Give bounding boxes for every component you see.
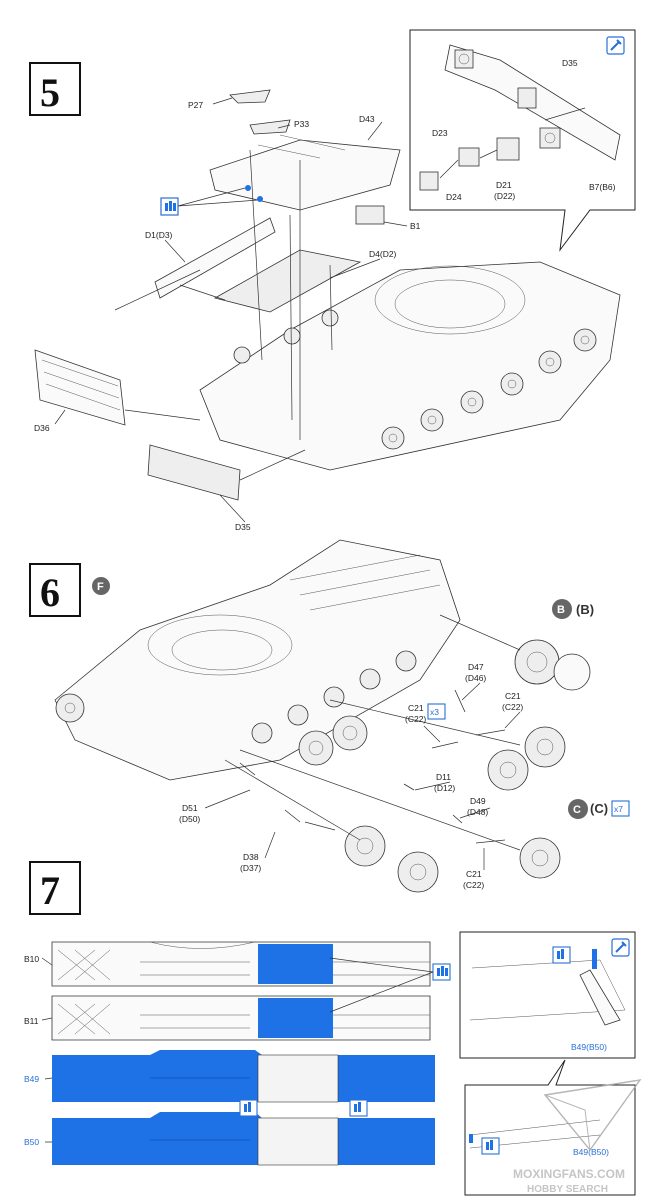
step-5-panel: 5 D35 D23 D24 D21 (D22) B7(B6) <box>29 29 636 532</box>
hull-bottom-drawing <box>54 539 461 781</box>
inset-label-b7: B7(B6) <box>589 182 616 192</box>
inset-label-d22: (D22) <box>494 191 515 201</box>
step-5-number: 5 <box>40 70 60 115</box>
fender-b49 <box>52 1050 435 1103</box>
svg-text:C: C <box>573 804 581 816</box>
svg-text:x7: x7 <box>614 804 623 814</box>
label-d49: D49 <box>470 796 486 806</box>
part-p27-drawing <box>229 89 271 104</box>
b10-painted-section <box>258 944 333 984</box>
label-p27: P27 <box>188 100 203 110</box>
road-wheels-step6 <box>55 650 417 766</box>
label-d46: (D46) <box>465 673 486 683</box>
label-c22-b: (C22) <box>405 714 426 724</box>
inset-label-d35: D35 <box>562 58 578 68</box>
svg-text:B: B <box>557 604 565 616</box>
label-b11: B11 <box>24 1016 39 1026</box>
sprocket-drawing <box>514 639 560 685</box>
part-d43-deck-drawing <box>209 139 401 211</box>
label-d4: D4(D2) <box>369 249 397 259</box>
label-d38: D38 <box>243 852 259 862</box>
label-d47: D47 <box>468 662 484 672</box>
inset-label-d24: D24 <box>446 192 462 202</box>
step-7-box <box>29 861 81 915</box>
fender-b10 <box>51 941 431 987</box>
label-c22-c: (C22) <box>463 880 484 890</box>
quantity-x7-badge <box>611 800 630 817</box>
part-d35-drawing <box>147 444 241 501</box>
part-d36-grille-drawing <box>34 349 126 426</box>
label-p33: P33 <box>294 119 309 129</box>
badge-b <box>552 599 572 619</box>
part-d1-drawing <box>154 217 276 299</box>
inset-label-b49-bottom: B49(B50) <box>573 1147 609 1157</box>
label-b-paren: (B) <box>576 602 594 617</box>
inset-label-b49-top: B49(B50) <box>571 1042 607 1052</box>
quantity-x3-badge <box>427 703 446 720</box>
step-5-box <box>29 62 81 116</box>
road-wheels-step5 <box>233 309 597 450</box>
fender-b50 <box>52 1112 435 1166</box>
suspension-arms <box>239 689 506 844</box>
label-d12: (D12) <box>434 783 455 793</box>
watermark-line2: HOBBY SEARCH <box>527 1184 608 1195</box>
label-d50: (D50) <box>179 814 200 824</box>
label-b49: B49 <box>24 1074 39 1084</box>
svg-text:F: F <box>97 581 104 593</box>
step-6-box <box>29 563 81 617</box>
label-c22-a: (C22) <box>502 702 523 712</box>
watermark: MOXINGFANS.COM HOBBY SEARCH <box>513 1079 642 1195</box>
part-d4-drawing <box>213 249 362 313</box>
label-b50: B50 <box>24 1137 39 1147</box>
inset-label-d21: D21 <box>496 180 512 190</box>
label-b1: B1 <box>410 221 421 231</box>
step-7-number: 7 <box>40 868 60 913</box>
b11-painted-section <box>258 998 333 1038</box>
label-d43: D43 <box>359 114 375 124</box>
hull-drawing <box>199 261 621 471</box>
label-d35: D35 <box>235 522 251 532</box>
step-7-detail-inset-bottom <box>464 1059 636 1196</box>
step-5-detail-inset <box>409 29 636 252</box>
svg-text:x3: x3 <box>430 707 439 717</box>
loose-wheels <box>344 726 566 893</box>
inset-label-d23: D23 <box>432 128 448 138</box>
step-6-panel: 6 F B (B) C (C) x7 x3 <box>29 539 630 893</box>
label-c21-c: C21 <box>466 869 482 879</box>
step-7-panel: 7 <box>24 861 642 1196</box>
label-d51: D51 <box>182 803 198 813</box>
label-c21-b: C21 <box>408 703 424 713</box>
step-7-detail-inset-top <box>459 931 636 1059</box>
label-d1: D1(D3) <box>145 230 173 240</box>
label-d11: D11 <box>436 772 451 782</box>
label-b10: B10 <box>24 954 39 964</box>
part-p33-drawing <box>249 119 291 135</box>
fender-b11 <box>51 995 431 1041</box>
label-c-paren: (C) <box>590 801 608 816</box>
label-d36: D36 <box>34 423 50 433</box>
badge-c <box>568 799 588 819</box>
part-b1-drawing <box>355 205 385 225</box>
badge-f <box>92 577 110 595</box>
label-c21-a: C21 <box>505 691 521 701</box>
step-6-number: 6 <box>40 570 60 615</box>
watermark-line1: MOXINGFANS.COM <box>513 1167 625 1181</box>
sprocket-gear-drawing <box>553 653 591 691</box>
label-d37: (D37) <box>240 863 261 873</box>
